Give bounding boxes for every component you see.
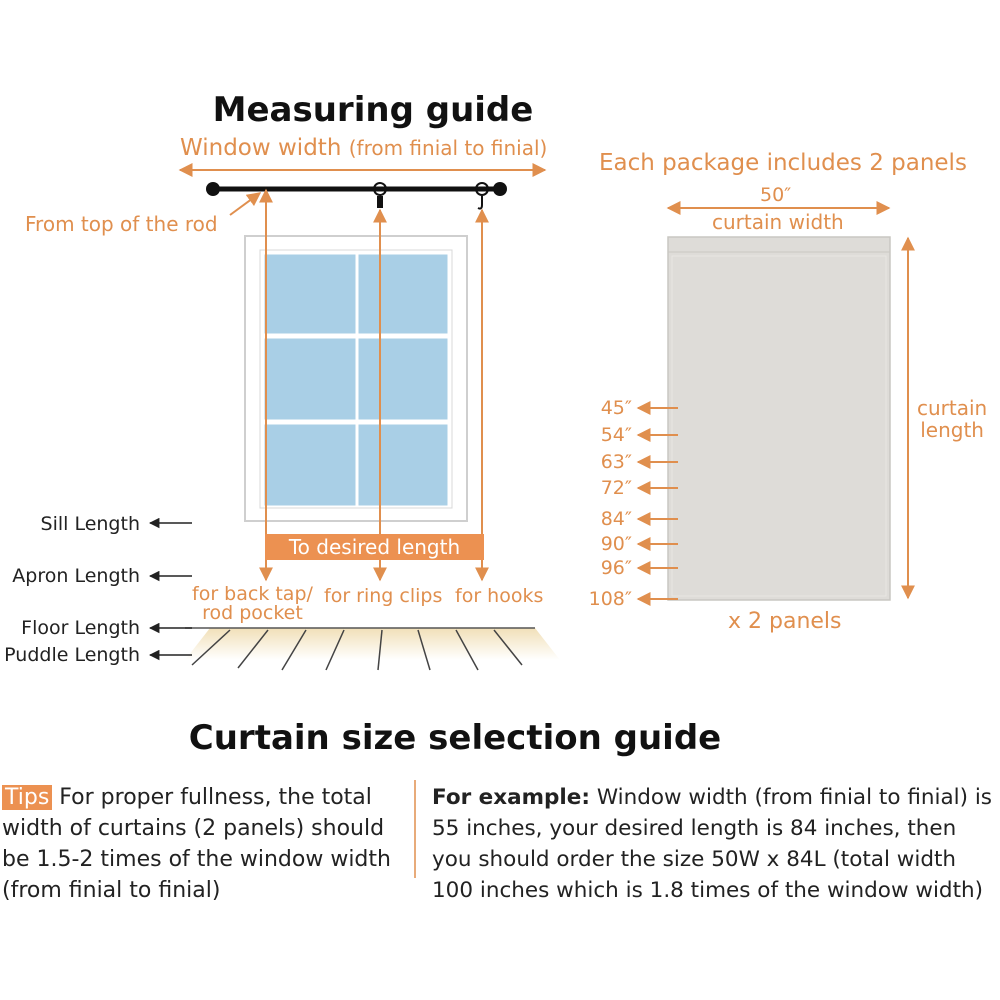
- tips-text: For proper fullness, the total width of …: [2, 785, 391, 903]
- ring-clips-label: for ring clips: [324, 585, 443, 607]
- sill-length-label: Sill Length: [40, 513, 140, 535]
- selection-guide-title: Curtain size selection guide: [188, 718, 722, 758]
- size-label-108: 108″: [588, 588, 632, 610]
- size-label-72: 72″: [600, 477, 632, 499]
- floor-length-label: Floor Length: [21, 617, 140, 639]
- size-label-96: 96″: [600, 557, 632, 579]
- floor: [185, 628, 560, 660]
- back-tab-line1: for back tap/: [192, 583, 313, 605]
- from-top-arrow: [229, 192, 262, 216]
- size-label-90: 90″: [600, 533, 632, 555]
- window-width-main: Window width: [180, 135, 342, 161]
- hooks-label: for hooks: [455, 585, 544, 607]
- ring-clip-icon: [373, 182, 387, 208]
- size-arrows: [636, 401, 678, 606]
- curtain-width-label: curtain width: [712, 210, 844, 234]
- size-label-54: 54″: [600, 424, 632, 446]
- size-label-45: 45″: [600, 397, 632, 419]
- back-tab-label: for back tap/ rod pocket: [192, 585, 313, 623]
- size-label-63: 63″: [600, 451, 632, 473]
- curtain-length-label: curtain length: [917, 397, 987, 441]
- curtain-length-line1: curtain: [917, 396, 988, 420]
- package-title: Each package includes 2 panels: [599, 150, 967, 176]
- example-label: For example:: [432, 785, 590, 810]
- window-width-label: Window width (from finial to finial): [180, 135, 547, 161]
- back-tab-line2: rod pocket: [202, 602, 303, 624]
- measuring-guide-title: Measuring guide: [212, 90, 534, 130]
- tips-paragraph: Tips For proper fullness, the total widt…: [2, 782, 404, 906]
- apron-length-label: Apron Length: [12, 565, 140, 587]
- panels-count-label: x 2 panels: [728, 609, 842, 634]
- from-top-label: From top of the rod: [25, 212, 218, 236]
- desired-length-badge: To desired length: [265, 534, 484, 560]
- curtain-width-value: 50″: [760, 184, 792, 206]
- example-paragraph: For example: Window width (from finial t…: [432, 782, 998, 906]
- window-panes: [263, 253, 449, 507]
- rod-finial-right: [493, 182, 507, 196]
- tips-badge: Tips: [2, 785, 53, 810]
- window-width-sub: (from finial to finial): [348, 136, 548, 160]
- size-label-84: 84″: [600, 508, 632, 530]
- puddle-length-label: Puddle Length: [4, 644, 140, 666]
- rod-finial-left: [206, 182, 220, 196]
- hook-icon: [475, 182, 489, 210]
- curtain-length-line2: length: [920, 418, 984, 442]
- curtain-panel: [667, 236, 891, 601]
- floor-boards: [191, 629, 523, 671]
- example-text: Window width (from finial to finial) is …: [432, 785, 993, 903]
